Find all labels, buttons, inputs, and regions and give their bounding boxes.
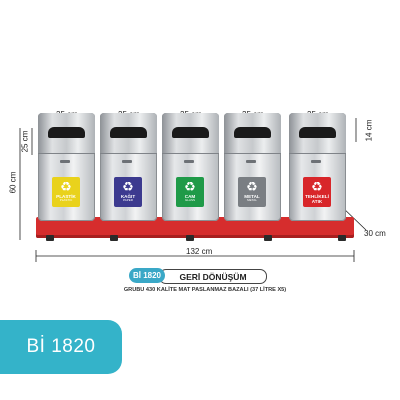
paper-sticker: ♻ KAĞIT PAPER <box>114 177 142 207</box>
bin-logo <box>246 160 256 163</box>
sticker-sublabel: PAPER <box>123 198 133 203</box>
base-foot <box>110 235 118 241</box>
recycling-bin-hazardous: ♻ TEHLİKELİ ATIK <box>289 113 346 221</box>
bin-opening <box>234 127 271 138</box>
recycle-icon: ♻ <box>311 179 323 195</box>
recycling-bin-plastic: ♻ PLASTİK PLASTIC <box>38 113 95 221</box>
recycling-bin-metal: ♻ METAL METAL <box>224 113 281 221</box>
recycle-icon: ♻ <box>60 180 72 196</box>
metal-sticker: ♻ METAL METAL <box>238 177 266 207</box>
sticker-sublabel: PLASTIC <box>59 198 73 203</box>
sticker-sublabel: GLASS <box>184 198 195 203</box>
bin-logo <box>184 160 194 163</box>
recycling-bin-paper: ♻ KAĞIT PAPER <box>100 113 157 221</box>
right-top-label: 14 cm <box>364 119 374 142</box>
sticker-label: CAM <box>184 194 196 200</box>
sticker-sublabel: METAL <box>247 198 257 203</box>
bin-logo <box>311 160 321 163</box>
base-foot <box>264 235 272 241</box>
sticker-label: KAĞIT <box>120 194 136 200</box>
product-code-badge: Bİ 1820 <box>0 320 122 374</box>
left-height-label: 60 cm <box>8 171 18 194</box>
sticker-label: PLASTİK <box>56 194 76 200</box>
bin-logo <box>60 160 70 163</box>
product-subtitle: GRUBU 430 KALİTE MAT PASLANMAZ BAZALI (3… <box>123 287 287 293</box>
sticker-label: METAL <box>244 194 260 200</box>
plastic-sticker: ♻ PLASTİK PLASTIC <box>52 177 80 207</box>
glass-sticker: ♻ CAM GLASS <box>176 177 204 207</box>
sticker-label: TEHLİKELİ ATIK <box>305 193 329 204</box>
bin-lid <box>289 113 346 154</box>
base-foot <box>338 235 346 241</box>
bin-opening <box>299 127 336 138</box>
base-foot <box>46 235 54 241</box>
bin-opening <box>172 127 209 138</box>
left-top-label: 25 cm <box>20 130 30 153</box>
total-width-label: 132 cm <box>186 247 213 256</box>
hazardous-sticker: ♻ TEHLİKELİ ATIK <box>303 177 331 207</box>
bin-lid <box>224 113 281 154</box>
recycle-icon: ♻ <box>246 180 258 196</box>
recycle-icon: ♻ <box>184 180 196 196</box>
recycling-bin-glass: ♻ CAM GLASS <box>162 113 219 221</box>
bin-logo <box>122 160 132 163</box>
product-title-block: GERİ DÖNÜŞÜM Bİ 1820 <box>129 268 269 284</box>
recycle-icon: ♻ <box>122 180 134 196</box>
red-base <box>36 217 354 238</box>
product-title: GERİ DÖNÜŞÜM <box>159 269 267 284</box>
bin-lid <box>100 113 157 154</box>
bin-lid <box>162 113 219 154</box>
base-foot <box>186 235 194 241</box>
right-depth-label: 30 cm <box>364 229 386 238</box>
product-code-small: Bİ 1820 <box>129 268 165 283</box>
bin-opening <box>110 127 147 138</box>
bin-opening <box>48 127 85 138</box>
bin-lid <box>38 113 95 154</box>
